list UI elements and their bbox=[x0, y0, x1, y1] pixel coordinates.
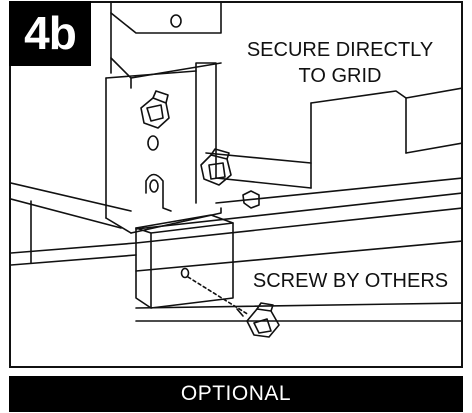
callout-screw-by-others: SCREW BY OTHERS bbox=[252, 270, 449, 292]
screw-leader-line bbox=[187, 276, 250, 316]
beam-back-edge bbox=[215, 177, 461, 204]
beam-mid-line bbox=[135, 240, 461, 272]
grid-rail-lower-left bbox=[11, 242, 137, 254]
upper-tab-fold bbox=[110, 57, 132, 89]
callout-secure-directly: SECURE DIRECTLY TO GRID bbox=[220, 37, 460, 89]
grid-rail-upper-left-inner bbox=[11, 198, 122, 229]
beam-top-edge bbox=[135, 192, 461, 230]
bolt-upper bbox=[140, 90, 170, 129]
optional-footer-bar: OPTIONAL bbox=[9, 376, 463, 412]
bracket-foot bbox=[130, 207, 222, 234]
clip-plate-outline bbox=[135, 214, 234, 309]
callout-secure-line2: TO GRID bbox=[298, 65, 382, 87]
clip-plate-hole bbox=[180, 267, 190, 279]
rear-frame-base bbox=[215, 177, 312, 189]
rear-panel-upper bbox=[405, 87, 461, 99]
upper-tab-hole bbox=[170, 14, 182, 28]
step-number-badge: 4b bbox=[9, 1, 91, 66]
upper-tab-outline bbox=[110, 3, 222, 34]
bracket-drawing bbox=[11, 3, 461, 338]
rear-panel-mid bbox=[205, 152, 312, 164]
rear-panel-top bbox=[310, 90, 407, 154]
beam-lower-line bbox=[135, 302, 461, 309]
beam-top-inner bbox=[135, 207, 461, 244]
grid-rail-lower-left-inner bbox=[11, 254, 137, 266]
screw-by-others bbox=[236, 302, 280, 338]
grid-rail-upper-left bbox=[11, 182, 132, 212]
clip-plate-top bbox=[135, 222, 234, 234]
callout-secure-line1: SECURE DIRECTLY bbox=[246, 39, 434, 61]
rear-panel-right bbox=[405, 142, 461, 154]
bracket-hook bbox=[145, 173, 172, 212]
bolt-partial bbox=[242, 190, 260, 209]
bracket-bottom-fold bbox=[105, 217, 132, 234]
bracket-top bbox=[105, 70, 197, 79]
bolt-right bbox=[200, 148, 232, 186]
bracket-hole bbox=[147, 135, 159, 151]
bracket-hook-slot bbox=[149, 179, 159, 193]
